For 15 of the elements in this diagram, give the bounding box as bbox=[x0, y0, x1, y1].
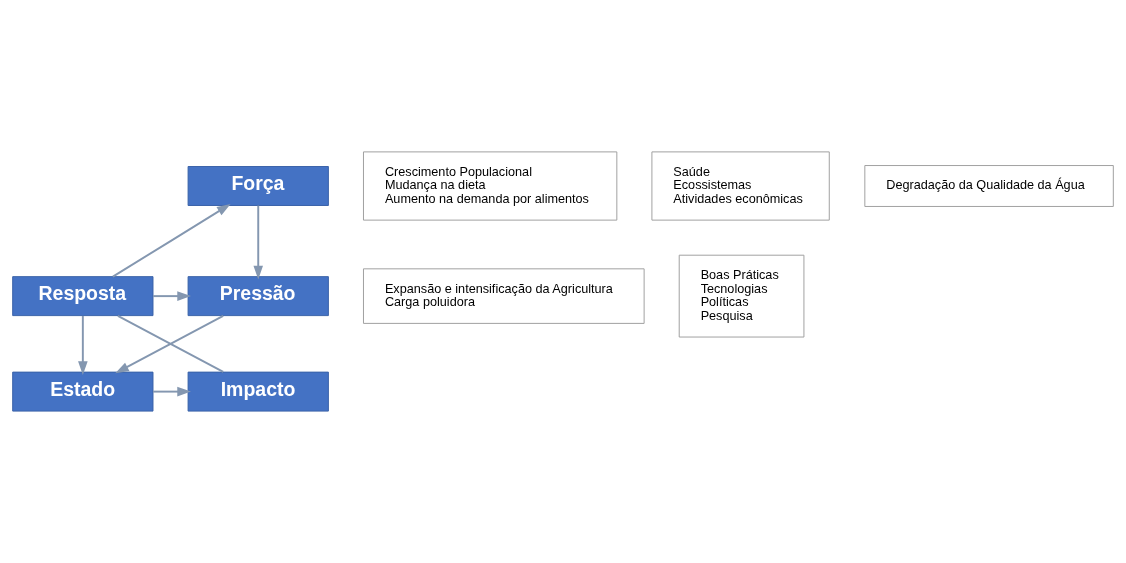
arrow bbox=[253, 204, 264, 280]
node-box: Degradação da Qualidade da Água bbox=[864, 165, 1114, 207]
node-box: Crescimento Populacional Mudança na dieta Aumento na demanda por alimentos bbox=[363, 151, 618, 221]
node-box: Resposta bbox=[12, 276, 154, 317]
node-box: Força bbox=[187, 166, 329, 206]
node-box: Boas Práticas Tecnologias Políticas Pesquisa bbox=[678, 254, 805, 338]
arrow bbox=[152, 291, 191, 301]
node-box: Saúde Ecossistemas Atividades econômicas bbox=[651, 151, 830, 221]
arrow bbox=[78, 315, 88, 375]
arrow bbox=[111, 204, 231, 278]
arrow bbox=[152, 386, 191, 397]
node-box: Expansão e intensificação da Agricultura Carga poluidora bbox=[363, 268, 645, 324]
node-box: Pressão bbox=[187, 276, 329, 317]
node-box: Estado bbox=[12, 371, 154, 412]
node-box: Impacto bbox=[187, 371, 329, 412]
